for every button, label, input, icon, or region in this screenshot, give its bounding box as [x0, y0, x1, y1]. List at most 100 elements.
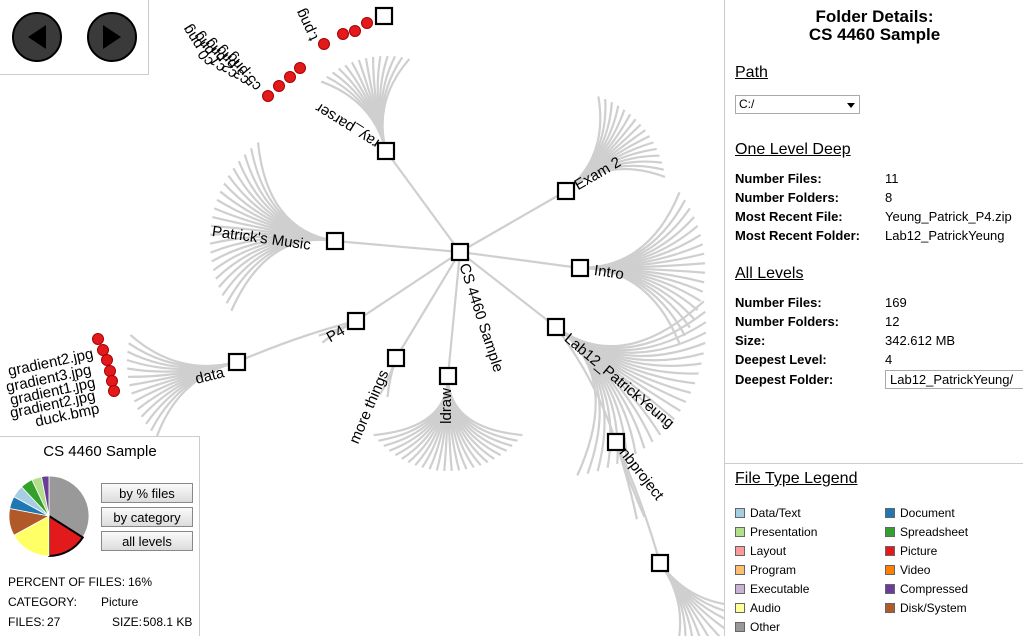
picture-file-node[interactable]: [361, 17, 373, 29]
legend-swatch: [885, 565, 895, 575]
picture-file-node[interactable]: [294, 62, 306, 74]
legend-label: Executable: [750, 582, 810, 596]
path-value: C:/: [739, 97, 755, 111]
folder-node-nbproject[interactable]: [606, 432, 626, 452]
picture-file-node[interactable]: [349, 25, 361, 37]
legend-swatch: [735, 508, 745, 518]
legend-swatch: [885, 603, 895, 613]
legend-title: File Type Legend: [735, 470, 858, 487]
summary-title: CS 4460 Sample: [43, 443, 157, 460]
folder-node-ldraw[interactable]: [438, 366, 458, 386]
tree-link: [614, 441, 662, 564]
legend-label: Compressed: [900, 582, 969, 596]
all-folders-label: Number Folders:: [735, 314, 840, 329]
navigation-panel: [0, 0, 149, 75]
picture-file-node[interactable]: [92, 333, 104, 345]
tree-link: [565, 167, 666, 192]
folder-node-intro-label: Intro: [593, 262, 625, 283]
deepest-folder-field[interactable]: Lab12_PatrickYeung/: [885, 370, 1023, 389]
tree-link: [459, 190, 567, 253]
folder-node-sub[interactable]: [650, 553, 670, 573]
all-files-label: Number Files:: [735, 295, 822, 310]
picture-file-node[interactable]: [101, 354, 113, 366]
legend-swatch: [735, 622, 745, 632]
deepest-level-label: Deepest Level:: [735, 352, 827, 367]
legend-label: Picture: [900, 544, 938, 558]
recent-file-label: Most Recent File:: [735, 209, 843, 224]
picture-file-node[interactable]: [108, 385, 120, 397]
tree-link: [381, 58, 411, 152]
legend-label: Program: [750, 563, 797, 577]
tree-link: [334, 239, 461, 254]
category-value: Picture: [101, 595, 139, 609]
root-node[interactable]: [450, 242, 470, 262]
legend-swatch: [885, 527, 895, 537]
legend-label: Audio: [750, 601, 781, 615]
file-type-pie-chart[interactable]: [6, 473, 92, 559]
tree-link: [555, 326, 597, 476]
legend-swatch: [735, 546, 745, 556]
folder-node-more-things[interactable]: [386, 348, 406, 368]
legend-swatch: [735, 527, 745, 537]
details-folder-name: CS 4460 Sample: [808, 25, 941, 44]
picture-file-node[interactable]: [262, 90, 274, 102]
tree-link: [659, 562, 682, 636]
by-category-button[interactable]: by category: [101, 507, 193, 527]
legend-label: Layout: [750, 544, 787, 558]
one-level-folders-value: 8: [885, 190, 893, 205]
folder-node-p4[interactable]: [346, 311, 366, 331]
one-level-folders-label: Number Folders:: [735, 190, 840, 205]
folder-node-data-label: data: [193, 364, 226, 388]
all-levels-button[interactable]: all levels: [101, 531, 193, 551]
folder-node-patricks-music[interactable]: [325, 231, 345, 251]
one-level-heading: One Level Deep: [735, 141, 851, 158]
details-title: Folder Details:: [815, 7, 934, 26]
picture-file-node[interactable]: [318, 38, 330, 50]
picture-file-node[interactable]: [104, 365, 116, 377]
folder-node-ray-parser[interactable]: [376, 141, 396, 161]
folder-node-ldraw-label: ldraw: [438, 388, 455, 424]
legend-swatch: [885, 508, 895, 518]
size-label: SIZE:: [112, 615, 143, 629]
picture-file-node[interactable]: [97, 344, 109, 356]
legend-label: Document: [900, 506, 955, 520]
pie-slice[interactable]: [41, 475, 50, 517]
category-label: CATEGORY:: [8, 595, 77, 609]
by-files-button[interactable]: by % files: [101, 483, 193, 503]
size-value: 508.1 KB: [143, 615, 193, 629]
legend-label: Data/Text: [750, 506, 801, 520]
path-heading: Path: [735, 64, 768, 81]
tree-link: [459, 250, 581, 270]
picture-file-node[interactable]: [273, 80, 285, 92]
tree-link: [129, 334, 238, 368]
picture-file-node[interactable]: [337, 28, 349, 40]
folder-node-nbproject-label: nbproject: [616, 444, 668, 504]
folder-node-intro[interactable]: [570, 258, 590, 278]
tree-link: [395, 251, 461, 359]
files-value: 27: [47, 615, 61, 629]
picture-file-node[interactable]: [106, 375, 118, 387]
recent-folder-value: Lab12_PatrickYeung: [885, 228, 1005, 243]
deepest-level-value: 4: [885, 352, 893, 367]
deepest-folder-label: Deepest Folder:: [735, 372, 834, 387]
one-level-files-value: 11: [885, 171, 899, 186]
folder-node-lab12[interactable]: [546, 317, 566, 337]
legend-label: Presentation: [750, 525, 818, 539]
right-triangle-icon: [103, 25, 121, 49]
picture-file-node[interactable]: [284, 71, 296, 83]
folder-node-data[interactable]: [227, 352, 247, 372]
back-button[interactable]: [12, 12, 62, 62]
forward-button[interactable]: [87, 12, 137, 62]
pie-slice[interactable]: [13, 515, 50, 557]
folder-node-exam-2[interactable]: [556, 181, 576, 201]
legend-swatch: [885, 546, 895, 556]
legend-label: Spreadsheet: [900, 525, 969, 539]
percent-label: PERCENT OF FILES:: [8, 575, 126, 589]
path-dropdown[interactable]: C:/: [735, 95, 860, 114]
all-folders-value: 12: [885, 314, 900, 329]
folder-node-top[interactable]: [374, 6, 394, 26]
file-label: t.png: [292, 6, 322, 43]
